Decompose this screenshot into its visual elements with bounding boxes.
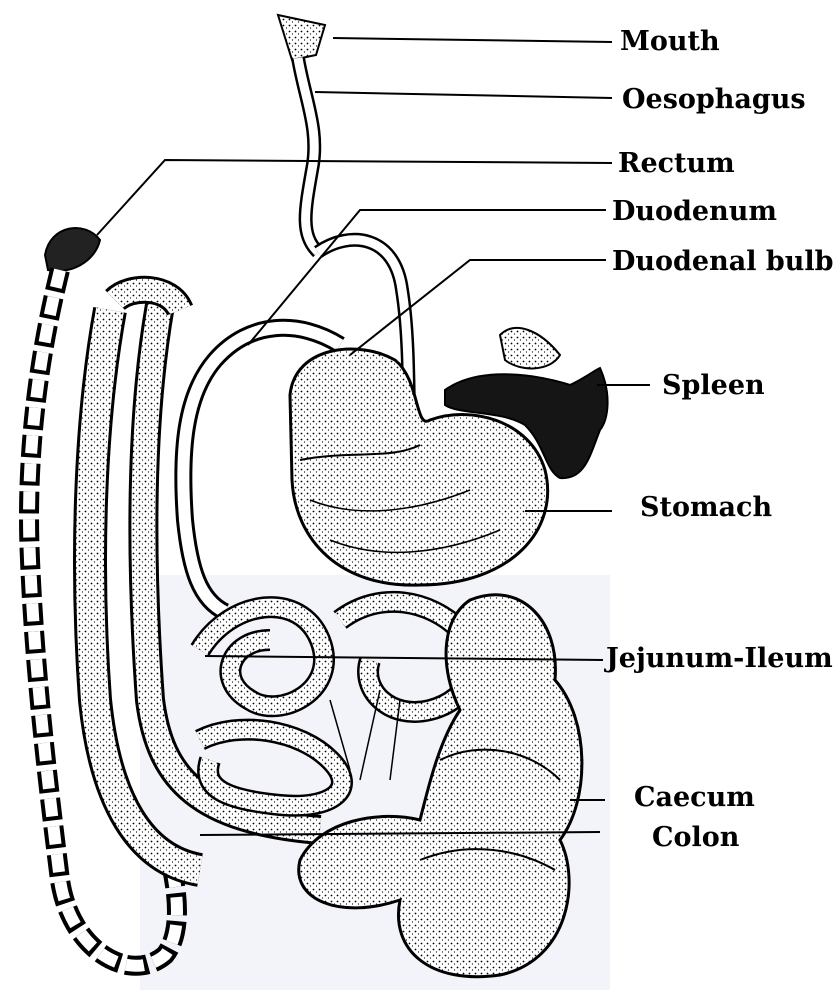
rectum-leader [97,160,612,235]
mouth-leader [333,38,612,42]
mouth-label: Mouth [620,28,720,55]
colon-label: Colon [652,824,739,851]
jejunum-ileum-label: Jejunum-Ileum [606,645,833,672]
spleen-label: Spleen [662,372,765,399]
rectum-shape [45,228,100,271]
duodenum-label: Duodenum [612,198,777,225]
duodenal-bulb-label: Duodenal bulb [612,248,834,275]
rectum-label: Rectum [618,150,735,177]
duodenal-bulb-leader [350,260,606,355]
oesophagus-leader [315,92,612,98]
stomach-label: Stomach [640,494,772,521]
oesophagus-tube [298,58,318,252]
caecum-label: Caecum [634,784,755,811]
oesophagus-label: Oesophagus [622,86,806,113]
mouth-shape [278,15,325,60]
